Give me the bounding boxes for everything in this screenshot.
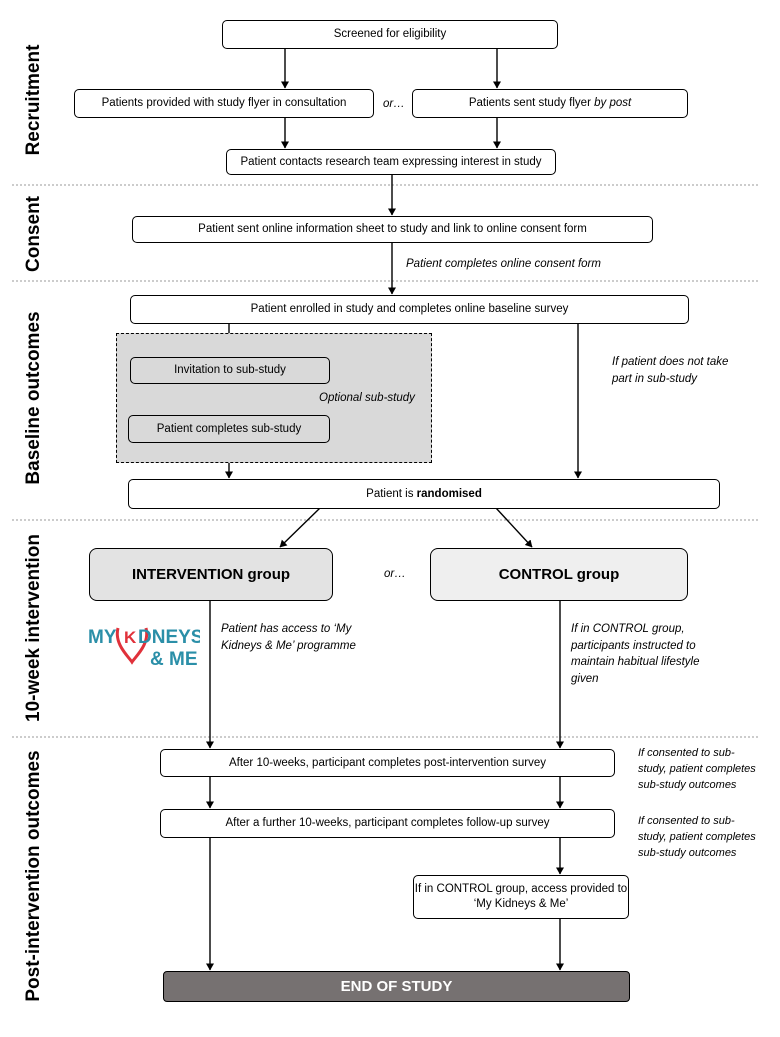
my-kidneys-and-me-logo: MY K DNEYS & ME [88, 618, 203, 674]
stage-label-post: Post-intervention outcomes [23, 750, 44, 1002]
after-10-weeks-text: After 10-weeks, participant completes po… [228, 756, 547, 769]
info-sheet-box: Patient sent online information sheet to… [132, 216, 653, 243]
logo-dneys: DNEYS [138, 627, 200, 648]
flyer-post-box: Patients sent study flyer by post [412, 89, 688, 118]
consent-form-note: Patient completes online consent form [406, 258, 601, 270]
logo-k: K [124, 628, 137, 647]
after-further-box: After a further 10-weeks, participant co… [160, 809, 615, 838]
enrolled-box: Patient enrolled in study and completes … [130, 295, 689, 324]
invitation-text: Invitation to sub-study [174, 364, 286, 377]
stage-label-consent: Consent [23, 196, 44, 272]
contacts-text: Patient contacts research team expressin… [240, 155, 542, 168]
end-of-study-box: END OF STUDY [163, 971, 630, 1002]
flyer-consultation-box: Patients provided with study flyer in co… [74, 89, 374, 118]
logo-kidney-icon [115, 627, 149, 665]
flyer-post-text-emphasis: by post [594, 97, 632, 110]
after-10-weeks-box: After 10-weeks, participant completes po… [160, 749, 615, 777]
logo-me: & ME [150, 649, 198, 670]
consented-note-1: If consented to sub-study, patient compl… [638, 747, 756, 791]
end-of-study-text: END OF STUDY [340, 977, 453, 995]
logo-my: MY [88, 627, 117, 648]
info-sheet-text: Patient sent online information sheet to… [198, 223, 587, 236]
completes-substudy-text: Patient completes sub-study [156, 422, 302, 435]
logo-svg: MY K DNEYS & ME [88, 627, 203, 670]
access-programme-note: Patient has access to ‘My Kidneys & Me’ … [221, 623, 356, 652]
completes-substudy-box: Patient completes sub-study [128, 415, 330, 443]
flyer-consultation-text: Patients provided with study flyer in co… [101, 97, 347, 110]
screened-text: Screened for eligibility [333, 28, 447, 41]
control-access-text: If in CONTROL group, access provided to … [414, 883, 628, 910]
flyer-post-text-main: Patients sent study flyer [468, 97, 595, 110]
stage-label-baseline: Baseline outcomes [23, 311, 44, 485]
consented-note-2: If consented to sub-study, patient compl… [638, 815, 756, 859]
control-access-box: If in CONTROL group, access provided to … [413, 875, 629, 919]
optional-substudy-note: Optional sub-study [319, 392, 415, 404]
stage-label-intervention: 10-week intervention [23, 534, 44, 722]
enrolled-text: Patient enrolled in study and completes … [250, 303, 569, 316]
control-group-box: CONTROL group [430, 548, 688, 601]
intervention-group-text: INTERVENTION group [131, 565, 291, 583]
after-further-text: After a further 10-weeks, participant co… [225, 817, 550, 830]
or-note-groups: or… [384, 568, 406, 580]
flyer-post-text: Patients sent study flyer by post [469, 96, 631, 111]
randomised-text-bold: randomised [416, 487, 482, 500]
randomised-box: Patient is randomised [128, 479, 720, 509]
or-note-recruitment: or… [383, 98, 405, 110]
screened-box: Screened for eligibility [222, 20, 558, 49]
stage-label-recruitment: Recruitment [23, 44, 44, 156]
control-group-text: CONTROL group [498, 565, 620, 583]
intervention-group-box: INTERVENTION group [89, 548, 333, 601]
contacts-box: Patient contacts research team expressin… [226, 149, 556, 175]
randomised-text-main: Patient is [366, 487, 417, 500]
control-lifestyle-note: If in CONTROL group, participants instru… [571, 623, 700, 686]
invitation-box: Invitation to sub-study [130, 357, 330, 384]
randomised-text: Patient is randomised [366, 487, 482, 502]
not-take-part-note: If patient does not take part in sub-stu… [612, 356, 729, 385]
